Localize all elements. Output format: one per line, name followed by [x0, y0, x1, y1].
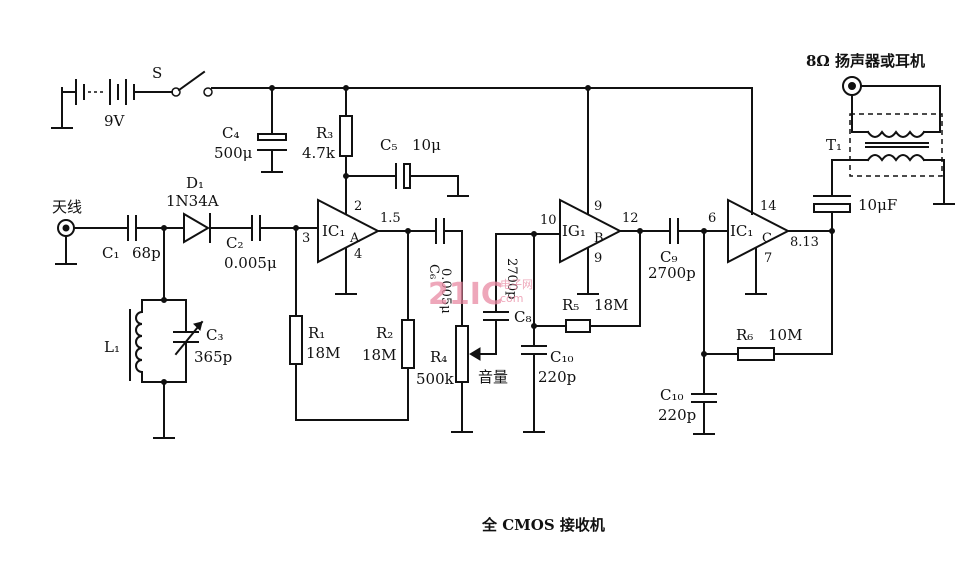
volume-potentiometer-r4[interactable] [451, 230, 497, 433]
ic1b-pin-in: 10 [540, 213, 557, 228]
c10a-value: 220p [538, 368, 576, 386]
capacitor-c4 [257, 87, 287, 173]
r2-value: 18M [362, 346, 396, 364]
capacitor-c8 [483, 233, 561, 321]
svg-text:21IC: 21IC [428, 277, 503, 312]
c5-value: 10μ [412, 136, 441, 154]
ic1a-sub: A [349, 231, 360, 246]
capacitor-c5 [345, 163, 469, 197]
antenna-label: 天线 [52, 198, 82, 216]
capacitor-c11 [813, 159, 851, 232]
c1-value: 68p [132, 244, 161, 262]
ic1c-pin-top: 14 [760, 199, 777, 214]
ic1a-pin-bot: 4 [354, 247, 362, 262]
ic1b-pin-top: 9 [594, 199, 602, 214]
c4-value: 500μ [214, 144, 253, 162]
r6-name: R₆ [736, 326, 753, 344]
volume-label: 音量 [478, 368, 508, 386]
tank-circuit [129, 227, 204, 439]
c11-value: 10μF [858, 196, 897, 214]
r5-name: R₅ [562, 296, 579, 314]
power-switch[interactable] [171, 70, 213, 97]
d1-name: D₁ [186, 174, 204, 192]
r5-value: 18M [594, 296, 628, 314]
ic1c-name: IC₁ [730, 222, 753, 240]
ic1c-pin-out: 8.13 [790, 235, 819, 250]
c4-name: C₄ [222, 124, 240, 142]
resistor-r1 [289, 227, 409, 421]
resistor-r2 [401, 230, 415, 421]
capacitor-c6 [435, 218, 463, 244]
c3-value: 365p [194, 348, 232, 366]
ic1c-sub: C [762, 231, 772, 246]
r2-name: R₂ [376, 324, 393, 342]
c8-value: 2700p [504, 258, 519, 299]
r3-value: 4.7k [302, 144, 336, 162]
r4-value: 500k [416, 370, 455, 388]
c2-value: 0.005μ [224, 254, 277, 272]
d1-value: 1N34A [166, 192, 219, 210]
r3-name: R₃ [316, 124, 333, 142]
diagram-caption: 全 CMOS 接收机 [481, 516, 605, 534]
amplifier-ic1c [727, 87, 791, 295]
ic1c-pin-in: 6 [708, 211, 716, 226]
c10b-value: 220p [658, 406, 696, 424]
r6-value: 10M [768, 326, 802, 344]
c1-name: C₁ [102, 244, 120, 262]
speaker-jack[interactable] [842, 76, 941, 133]
c6-value: 0.005μ [438, 268, 453, 314]
antenna-jack[interactable] [55, 219, 77, 265]
speaker-label: 8Ω 扬声器或耳机 [806, 52, 925, 70]
ic1a-pin-in: 3 [302, 231, 310, 246]
switch-label: S [152, 64, 162, 82]
ic1a-name: IC₁ [322, 222, 345, 240]
l1-name: L₁ [104, 338, 120, 356]
watermark-logo: 21IC 电子网 com [428, 277, 533, 312]
output-transformer-t1 [831, 113, 955, 205]
r1-name: R₁ [308, 324, 325, 342]
c10b-name: C₁₀ [660, 386, 684, 404]
c9-value: 2700p [648, 264, 696, 282]
amplifier-ic1b [559, 87, 623, 295]
c2-name: C₂ [226, 234, 244, 252]
r4-name: R₄ [430, 348, 447, 366]
capacitor-c10a [521, 325, 547, 433]
svg-text:com: com [500, 292, 524, 305]
capacitor-c10b [691, 353, 717, 435]
r1-value: 18M [306, 344, 340, 362]
ic1a-pin-top: 2 [354, 199, 362, 214]
c3-name: C₃ [206, 326, 224, 344]
c6-name: C₆ [426, 264, 441, 279]
ic1b-sub: B [594, 231, 604, 246]
amplifier-ic1a [295, 198, 381, 295]
t1-label: T₁ [826, 136, 842, 154]
c9-name: C₉ [660, 248, 678, 266]
c10a-name: C₁₀ [550, 348, 574, 366]
ic1b-name: IG₁ [562, 222, 586, 240]
resistor-r5 [533, 230, 641, 333]
diode-d1 [183, 212, 253, 244]
capacitor-c9 [669, 218, 729, 244]
ic1c-pin-bot: 7 [764, 251, 772, 266]
svg-text:电子网: 电子网 [500, 278, 533, 291]
resistor-r3 [339, 87, 353, 205]
ic1b-pin-bot: 9 [594, 251, 602, 266]
c5-name: C₅ [380, 136, 398, 154]
capacitor-c1 [127, 215, 137, 241]
ic1b-pin-out: 12 [622, 211, 639, 226]
battery [51, 79, 173, 129]
ic1a-pin-out: 1.5 [380, 211, 401, 226]
battery-label: 9V [104, 112, 126, 130]
c8-name: C₈ [514, 308, 532, 326]
resistor-r6 [703, 230, 833, 361]
